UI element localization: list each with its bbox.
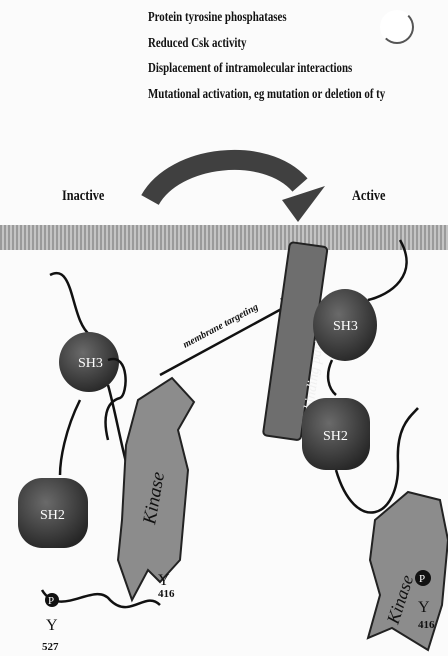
- inactive-y527-number: 527: [42, 641, 59, 653]
- active-sh2-label: SH2: [323, 429, 348, 444]
- inactive-n-terminal-tail: [49, 271, 91, 336]
- inactive-sh2-domain: [18, 478, 88, 548]
- inactive-linker: [58, 399, 82, 476]
- mechanism-csk: Reduced Csk activity: [148, 34, 247, 50]
- inactive-label: Inactive: [62, 188, 105, 204]
- membrane-targeting-arrow: [159, 297, 303, 377]
- inactive-sh3-label: SH3: [78, 356, 103, 371]
- mechanism-mutation: Mutational activation, eg mutation or de…: [148, 85, 386, 101]
- mechanism-phosphatases: Protein tyrosine phosphatases: [148, 9, 287, 24]
- active-kinase-domain: [366, 490, 448, 652]
- inactive-inner-loop: [104, 357, 127, 441]
- inactive-sh3-domain: [59, 332, 119, 392]
- inactive-y416-number: 416: [158, 588, 175, 600]
- active-sh3-label: SH3: [333, 319, 358, 334]
- active-label: Active: [352, 188, 386, 204]
- inactive-phospho-label: P: [48, 595, 54, 607]
- activation-arrow-head: [282, 186, 325, 222]
- active-phospho-label: P: [419, 573, 425, 585]
- active-y416-letter: Y: [418, 599, 430, 616]
- mechanism-displacement: Displacement of intramolecular interacti…: [148, 60, 353, 75]
- active-y416-number: 416: [418, 619, 435, 631]
- inactive-c-terminal-tail: [40, 589, 161, 609]
- active-linker: [334, 407, 419, 514]
- activation-mechanisms-list: Protein tyrosine phosphatases Reduced Cs…: [148, 4, 448, 106]
- active-n-terminal-tail: [367, 239, 408, 302]
- inactive-y416-letter: Y: [158, 572, 170, 589]
- binding-partner: [262, 241, 329, 441]
- inactive-sh2-label: SH2: [40, 508, 65, 523]
- inactive-y527-letter: Y: [46, 617, 58, 634]
- activation-arrow: [141, 149, 308, 206]
- inactive-kinase-domain: [116, 376, 196, 603]
- active-sh3-domain: [313, 289, 377, 361]
- active-sh3-sh2-link: [326, 359, 337, 396]
- active-sh2-domain: [302, 398, 370, 470]
- circle-mark-icon: [380, 10, 414, 44]
- inactive-phospho-circle: [45, 593, 59, 607]
- cell-membrane: [0, 225, 448, 250]
- active-phospho-circle: [415, 570, 431, 586]
